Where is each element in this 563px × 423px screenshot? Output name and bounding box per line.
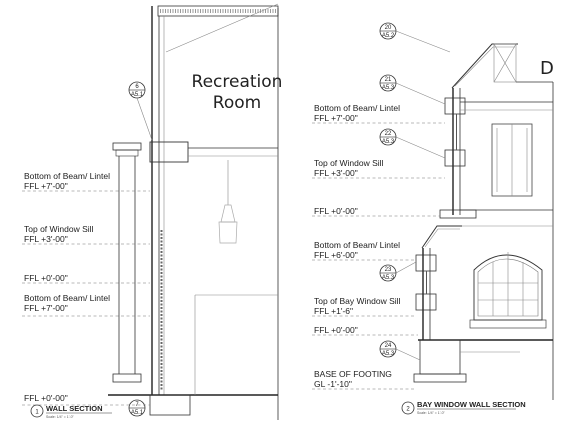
room-label: Room	[213, 93, 261, 113]
section-tag[interactable]: 21 A5.3	[379, 74, 397, 92]
tag-sheet: A5.3	[382, 351, 395, 357]
section-tag[interactable]: 22 A5.3	[379, 128, 397, 146]
footing	[149, 394, 191, 416]
footing	[413, 373, 467, 383]
tag-number: 6	[135, 84, 139, 90]
tag-sheet: A5.3	[382, 85, 395, 91]
truss-web	[493, 43, 517, 83]
bay-roof-inner	[424, 228, 460, 248]
window-sill-ledge	[469, 319, 547, 329]
tag-leader	[136, 97, 153, 141]
tag-number: 7	[135, 402, 139, 408]
bay-window-section-right: D	[312, 22, 554, 415]
lintel-block	[444, 97, 466, 115]
tag-number: 22	[385, 131, 392, 137]
drawing-title: 2 BAY WINDOW WALL SECTION Scale: 1/4" = …	[401, 400, 526, 415]
tag-sheet: A5.3	[382, 139, 395, 145]
level-value: FFL +6'-00"	[314, 250, 358, 260]
title-scale: Scale: 1/4" = 1'-0"	[417, 411, 446, 415]
roof-gable	[451, 43, 518, 89]
level-value: FFL +1'-6"	[314, 306, 353, 316]
tag-leader	[395, 30, 451, 53]
tag-number: 24	[385, 343, 392, 349]
corner-label: D	[540, 58, 554, 79]
level-name: Top of Bay Window Sill	[314, 296, 401, 306]
level-value: FFL +7'-00"	[314, 113, 358, 123]
level-value: FFL +0'-00"	[24, 273, 68, 283]
level-name: Top of Window Sill	[314, 158, 384, 168]
level-value: FFL +7'-00"	[24, 303, 68, 313]
tag-number: 20	[385, 25, 392, 31]
roof-pitch	[165, 3, 279, 53]
level-name: Bottom of Beam/ Lintel	[314, 240, 400, 250]
sill-block	[444, 149, 466, 167]
tag-leader	[395, 136, 446, 159]
title-number: 2	[406, 407, 410, 413]
roof-truss	[493, 43, 517, 83]
tag-number: 23	[385, 267, 392, 273]
level-name: Bottom of Beam/ Lintel	[24, 293, 110, 303]
level-value: FFL +7'-00"	[24, 181, 68, 191]
level-value: FFL +3'-00"	[24, 234, 68, 244]
roof-gable-inner	[454, 46, 515, 87]
section-tag[interactable]: 24 A5.3	[379, 340, 397, 358]
level-name: Bottom of Beam/ Lintel	[24, 171, 110, 181]
section-tag[interactable]: 7 A5.1	[128, 399, 146, 417]
title-text: BAY WINDOW WALL SECTION	[417, 400, 526, 409]
foundation-wall	[419, 339, 461, 375]
bay-roof	[421, 225, 462, 249]
bay-sill	[415, 293, 437, 311]
room-label: Recreation	[192, 72, 283, 92]
level-name: Bottom of Beam/ Lintel	[314, 103, 400, 113]
floor-slab	[439, 209, 477, 219]
column-base	[112, 373, 142, 383]
column-capital-2	[115, 149, 139, 157]
tag-sheet: A5.1	[131, 92, 144, 98]
level-value: GL -1'-10"	[314, 379, 352, 389]
tag-leader	[395, 82, 446, 105]
title-number: 1	[35, 410, 39, 416]
title-text: WALL SECTION	[46, 404, 103, 413]
title-scale: Scale: 1/4" = 1'-0"	[46, 415, 75, 419]
drawing-title: 1 WALL SECTION Scale: 1/4" = 1'-0"	[30, 404, 112, 419]
level-value: FFL +0'-00"	[314, 325, 358, 335]
section-tag[interactable]: 23 A5.3	[379, 264, 397, 282]
section-tag[interactable]: 20 A5.2	[379, 22, 397, 40]
tag-leader	[395, 261, 417, 274]
column-capital	[112, 142, 142, 151]
wall-section-left: 6 A5.1 7 A5.1 Recreation Room Bottom of …	[22, 3, 283, 420]
level-name: Top of Window Sill	[24, 224, 94, 234]
bay-lintel	[415, 254, 437, 272]
tag-leader	[395, 348, 421, 361]
arched-window	[473, 254, 543, 321]
level-name: BASE OF FOOTING	[314, 369, 392, 379]
tag-sheet: A5.1	[131, 410, 144, 416]
tag-number: 21	[385, 77, 392, 83]
level-value: FFL +0'-00"	[24, 393, 68, 403]
arched-window-frame	[477, 258, 539, 317]
level-value: FFL +3'-00"	[314, 168, 358, 178]
tag-sheet: A5.3	[382, 275, 395, 281]
lamp-shade	[220, 204, 236, 223]
level-value: FFL +0'-00"	[314, 206, 358, 216]
section-tag[interactable]: 6 A5.1	[128, 81, 146, 99]
lamp-body	[218, 221, 238, 244]
tag-sheet: A5.2	[382, 33, 395, 39]
floor-slab	[149, 141, 189, 163]
